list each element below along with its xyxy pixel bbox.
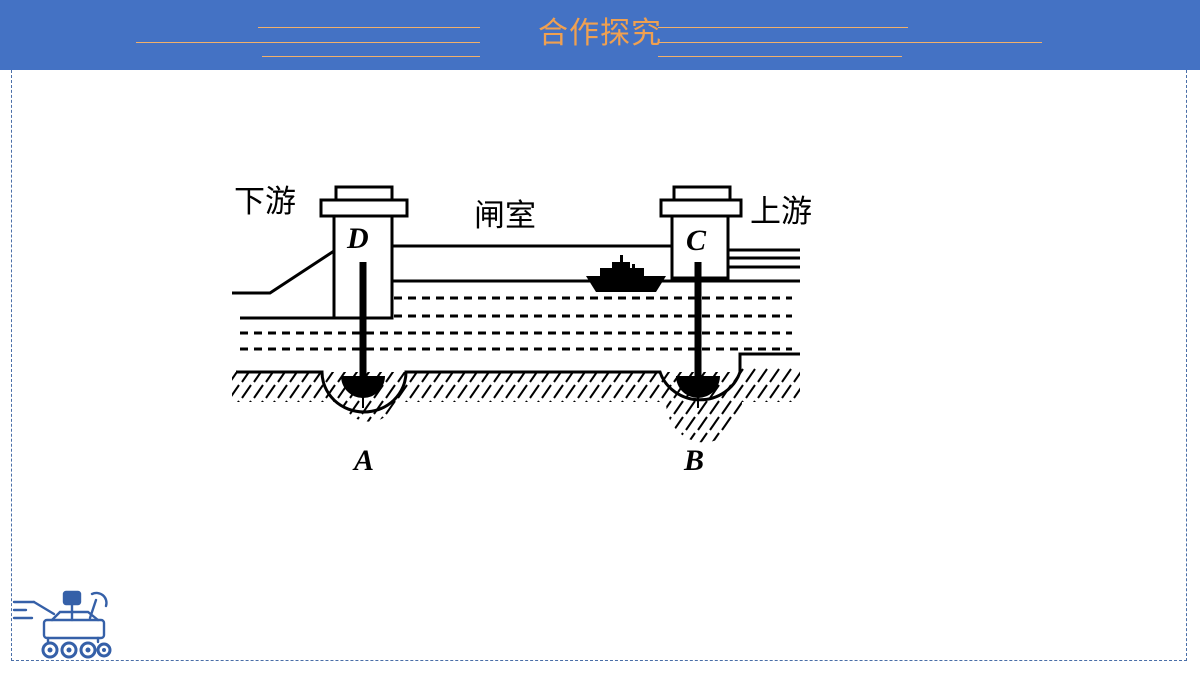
downstream-bank <box>232 249 335 295</box>
header-line <box>258 27 480 28</box>
header-line <box>658 27 908 28</box>
header-line <box>262 56 480 57</box>
header-line <box>658 42 1042 43</box>
valve-stems <box>359 262 702 380</box>
upstream-label: 上游 <box>750 194 812 230</box>
header-line <box>658 56 902 57</box>
gate-c-label: C <box>686 224 707 257</box>
riverbed <box>232 352 800 443</box>
valve-b-label: B <box>684 444 705 477</box>
valves <box>341 376 720 408</box>
chamber-label: 闸室 <box>474 198 536 234</box>
water-lines <box>240 296 792 351</box>
valve-a-label: A <box>354 444 375 477</box>
header-bar: 合作探究 <box>0 0 1200 70</box>
header-line <box>136 42 480 43</box>
gate-c <box>659 185 743 280</box>
gate-d-label: D <box>347 222 369 255</box>
content-frame <box>11 70 1187 661</box>
downstream-label: 下游 <box>234 184 296 220</box>
ship-icon <box>586 255 666 292</box>
page-title: 合作探究 <box>538 16 662 51</box>
rover-icon <box>12 590 112 659</box>
